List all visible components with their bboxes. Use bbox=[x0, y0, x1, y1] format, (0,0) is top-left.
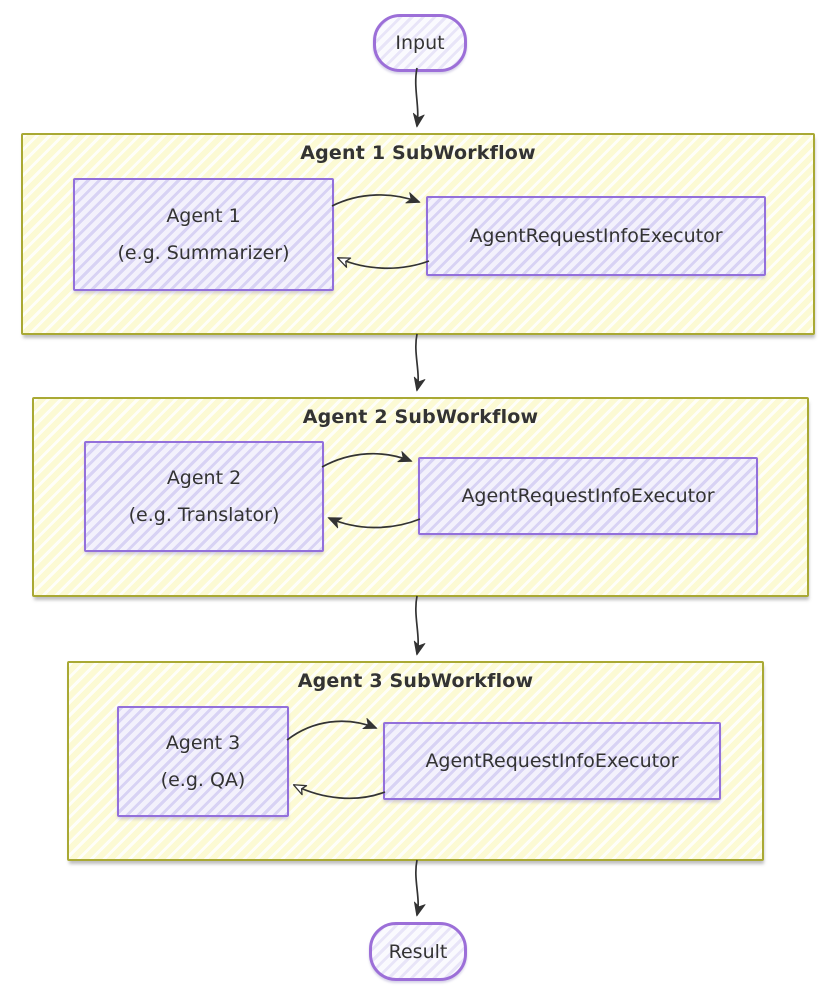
node-input-label: Input bbox=[395, 32, 445, 54]
node-agent-2-line2: (e.g. Translator) bbox=[128, 503, 280, 526]
node-executor-3-label: AgentRequestInfoExecutor bbox=[425, 749, 679, 772]
node-agent-2: Agent 2 (e.g. Translator) bbox=[84, 441, 324, 552]
node-agent-1-line2: (e.g. Summarizer) bbox=[117, 241, 290, 264]
node-agent-1: Agent 1 (e.g. Summarizer) bbox=[73, 178, 334, 291]
node-executor-1: AgentRequestInfoExecutor bbox=[426, 196, 766, 276]
edge-sub3-to-result bbox=[413, 859, 426, 917]
subworkflow-2-title: Agent 2 SubWorkflow bbox=[302, 406, 539, 428]
subworkflow-3-title: Agent 3 SubWorkflow bbox=[297, 670, 534, 692]
edge-sub2-to-sub3 bbox=[413, 595, 426, 656]
subworkflow-1-title: Agent 1 SubWorkflow bbox=[300, 142, 536, 164]
node-executor-3: AgentRequestInfoExecutor bbox=[383, 722, 721, 800]
node-result: Result bbox=[369, 922, 467, 981]
node-agent-3-line1: Agent 3 bbox=[165, 731, 241, 754]
node-agent-1-line1: Agent 1 bbox=[166, 204, 241, 227]
node-executor-2: AgentRequestInfoExecutor bbox=[418, 457, 758, 535]
edge-input-to-sub1 bbox=[412, 67, 425, 128]
node-agent-2-line1: Agent 2 bbox=[166, 466, 242, 489]
node-result-label: Result bbox=[388, 940, 448, 963]
edge-sub1-to-sub2 bbox=[413, 333, 426, 392]
node-agent-3-line2: (e.g. QA) bbox=[160, 768, 246, 791]
node-agent-3: Agent 3 (e.g. QA) bbox=[117, 706, 289, 817]
node-input: Input bbox=[373, 14, 467, 72]
node-executor-1-label: AgentRequestInfoExecutor bbox=[469, 224, 723, 247]
node-executor-2-label: AgentRequestInfoExecutor bbox=[461, 484, 715, 507]
